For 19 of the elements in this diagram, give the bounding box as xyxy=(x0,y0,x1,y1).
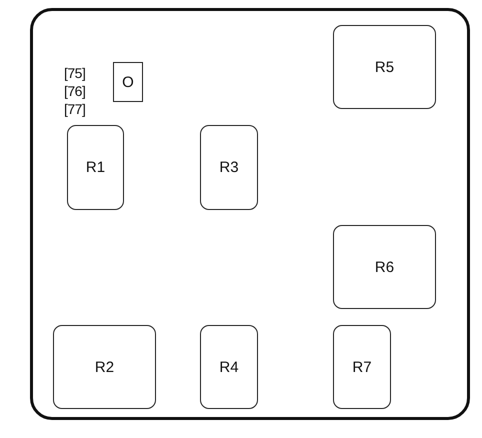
relay-box xyxy=(67,125,124,210)
relay-label: O xyxy=(122,74,134,90)
fuse-number: [76] xyxy=(64,84,86,98)
fuse-number: [75] xyxy=(64,66,86,80)
relay-label: R4 xyxy=(219,358,239,376)
relay-label: R7 xyxy=(352,358,372,376)
fuse-number: [77] xyxy=(64,102,86,116)
relay-label: R2 xyxy=(94,358,114,376)
relay-label: R5 xyxy=(374,58,394,76)
relay-box xyxy=(200,125,258,210)
relay-box xyxy=(53,325,156,409)
relay-box xyxy=(333,325,391,409)
relay-label: R3 xyxy=(219,159,239,176)
relay-box xyxy=(333,25,436,109)
relay-label: R1 xyxy=(86,159,106,176)
relay-box xyxy=(200,325,258,409)
relay-box xyxy=(333,225,436,309)
relay-label: R6 xyxy=(374,258,394,276)
small-box xyxy=(113,62,143,102)
